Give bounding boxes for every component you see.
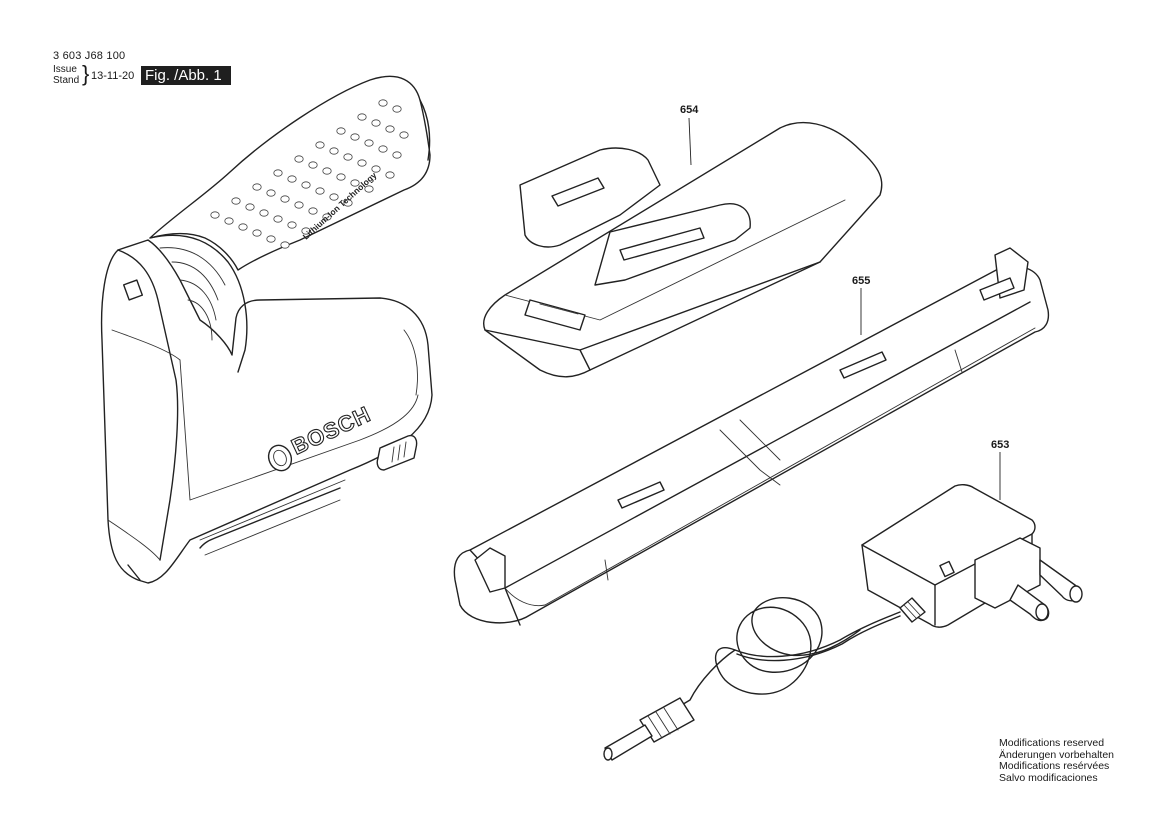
- grip-dot: [371, 165, 381, 173]
- grip-dot: [245, 203, 255, 211]
- grip-dot: [315, 141, 325, 149]
- brace-glyph: }: [82, 61, 90, 86]
- grip-dot: [378, 99, 388, 107]
- grip-dot: [378, 145, 388, 153]
- grip-dot: [259, 209, 269, 217]
- grip-dot: [329, 193, 339, 201]
- grip-dot: [392, 151, 402, 159]
- grip-dot: [357, 159, 367, 167]
- leader-654: [688, 117, 692, 166]
- grip-dot: [322, 167, 332, 175]
- grip-dot: [308, 161, 318, 169]
- grip-dot: [224, 217, 234, 225]
- notice-line-fr: Modifications resérvées: [999, 760, 1110, 772]
- grip-dot: [287, 221, 297, 229]
- grip-dot: [364, 139, 374, 147]
- grip-dot: [336, 127, 346, 135]
- grip-dot: [294, 155, 304, 163]
- modifications-notice: Modifications reserved Änderungen vorbeh…: [999, 737, 1115, 784]
- notice-line-es: Salvo modificaciones: [999, 771, 1098, 784]
- callout-654: 654: [680, 104, 699, 116]
- figure-label: Fig. /Abb. 1: [141, 66, 231, 85]
- part-654-cover-plate: [483, 121, 883, 378]
- grip-dot: [350, 179, 360, 187]
- grip-dot: [308, 207, 318, 215]
- grip-texture: [210, 99, 409, 249]
- grip-dot: [364, 185, 374, 193]
- tacker-tool-illustration: BOSCH Lithium-Ion Technology: [100, 75, 433, 584]
- grip-dot: [287, 175, 297, 183]
- part-655-charging-rail: [453, 247, 1050, 626]
- grip-dot: [273, 169, 283, 177]
- grip-dot: [294, 201, 304, 209]
- grip-dot: [301, 181, 311, 189]
- grip-dot: [231, 197, 241, 205]
- grip-dot: [399, 131, 409, 139]
- issue-date: 13-11-20: [91, 70, 135, 82]
- notice-line-de: Änderungen vorbehalten: [999, 748, 1115, 761]
- grip-dot: [385, 125, 395, 133]
- callout-653: 653: [991, 439, 1010, 451]
- grip-dot: [357, 113, 367, 121]
- grip-dot: [350, 133, 360, 141]
- grip-dot: [343, 153, 353, 161]
- grip-dot: [266, 235, 276, 243]
- grip-dot: [301, 227, 311, 235]
- grip-dot: [266, 189, 276, 197]
- grip-dot: [336, 173, 346, 181]
- grip-dot: [371, 119, 381, 127]
- grip-dot: [252, 183, 262, 191]
- grip-dot: [280, 195, 290, 203]
- grip-dot: [280, 241, 290, 249]
- document-number: 3 603 J68 100: [53, 50, 126, 62]
- grip-dot: [385, 171, 395, 179]
- grip-dot: [252, 229, 262, 237]
- issue-stand-labels: Issue Stand: [53, 64, 79, 86]
- issue-label: Issue: [53, 64, 77, 75]
- stand-label: Stand: [53, 75, 80, 86]
- grip-dot: [273, 215, 283, 223]
- grip-dot: [238, 223, 248, 231]
- grip-dot: [315, 187, 325, 195]
- grip-dot: [210, 211, 220, 219]
- grip-dot: [392, 105, 402, 113]
- grip-dot: [322, 213, 332, 221]
- grip-dot: [329, 147, 339, 155]
- part-653-plug-in-charger: [603, 483, 1083, 761]
- grip-dot: [343, 199, 353, 207]
- callout-655: 655: [852, 275, 871, 287]
- notice-line-en: Modifications reserved: [999, 737, 1105, 749]
